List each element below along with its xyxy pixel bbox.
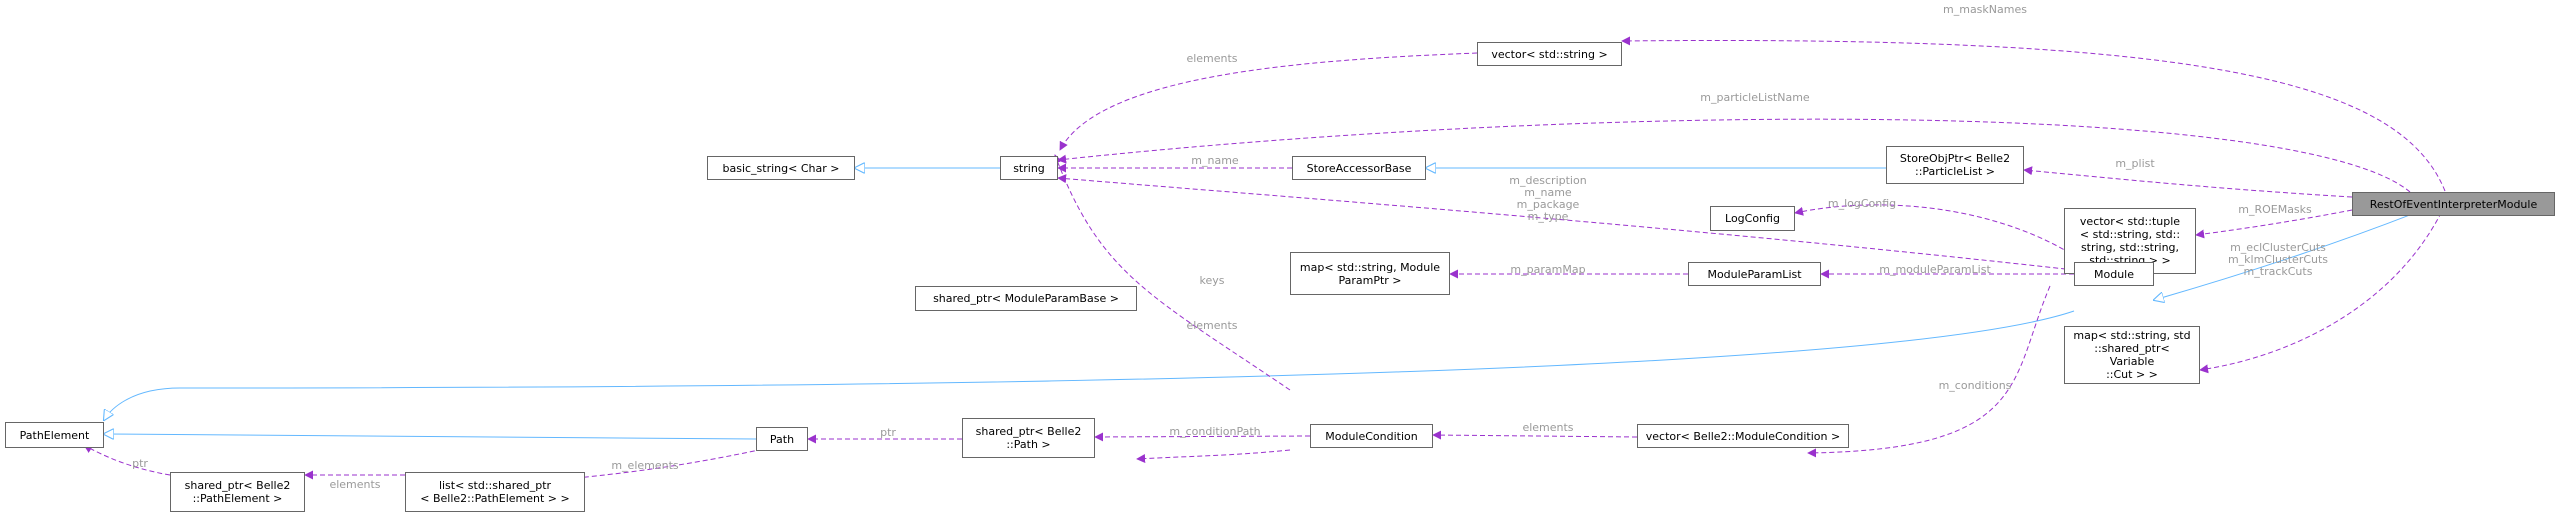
node-rest-of-event-interpreter-module[interactable]: RestOfEventInterpreterModule bbox=[2352, 192, 2555, 216]
node-basic-string[interactable]: basic_string< Char > bbox=[707, 156, 855, 180]
node-log-config[interactable]: LogConfig bbox=[1710, 206, 1795, 231]
edge-module-condition-to-shared-ptr-path bbox=[1094, 432, 1311, 442]
edge-map-to-string bbox=[1053, 154, 1291, 391]
label-roe-masks: m_ROEMasks bbox=[2238, 203, 2312, 216]
node-map-variable-cut[interactable]: map< std::string, std ::shared_ptr< Vari… bbox=[2064, 326, 2200, 384]
label-conditions: m_conditions bbox=[1938, 379, 2012, 392]
label-ptr-element: ptr bbox=[132, 457, 148, 470]
edge-vector-string-to-string bbox=[1059, 52, 1478, 151]
node-shared-ptr-path-element[interactable]: shared_ptr< Belle2 ::PathElement > bbox=[170, 472, 305, 512]
label-m-elements: m_elements bbox=[611, 459, 679, 472]
node-module-param-list[interactable]: ModuleParamList bbox=[1688, 262, 1821, 286]
edge-module-to-vector-module-condition bbox=[1807, 285, 2051, 458]
label-plist: m_plist bbox=[2115, 157, 2155, 170]
node-map-module-param[interactable]: map< std::string, Module ParamPtr > bbox=[1290, 252, 1450, 295]
label-particle-list-name: m_particleListName bbox=[1700, 91, 1810, 104]
label-elements-map: elements bbox=[1186, 319, 1238, 332]
node-path-element[interactable]: PathElement bbox=[5, 422, 104, 448]
edge-path-to-pathelement bbox=[104, 434, 757, 439]
edge-module-to-string bbox=[1057, 174, 2075, 271]
node-list-shared-ptr[interactable]: list< std::shared_ptr < Belle2::PathElem… bbox=[405, 472, 585, 512]
edge-restofevent-to-string-particlelistname bbox=[1057, 118, 2411, 193]
edge-module-to-pathelement bbox=[104, 310, 2075, 420]
edge-restofevent-to-map-variable-cut bbox=[2199, 204, 2446, 374]
edge-vector-module-condition-to-module-condition bbox=[1432, 430, 1638, 440]
label-name: m_name bbox=[1191, 154, 1239, 167]
label-mask-names: m_maskNames bbox=[1943, 3, 2027, 16]
edge-restofevent-to-module bbox=[2154, 212, 2416, 300]
node-store-obj-ptr[interactable]: StoreObjPtr< Belle2 ::ParticleList > bbox=[1886, 146, 2024, 184]
edge-map-to-shared-ptr-param-base bbox=[1136, 449, 1291, 464]
node-vector-module-condition[interactable]: vector< Belle2::ModuleCondition > bbox=[1637, 424, 1849, 448]
label-keys: keys bbox=[1199, 274, 1225, 287]
edge-shared-ptr-element-to-pathelement bbox=[83, 444, 171, 476]
node-vector-string[interactable]: vector< std::string > bbox=[1477, 42, 1622, 66]
label-condition-path: m_conditionPath bbox=[1169, 425, 1261, 438]
label-module-param-list: m_moduleParamList bbox=[1879, 263, 1991, 276]
label-ptr-path: ptr bbox=[880, 426, 896, 439]
edge-module-to-logconfig bbox=[1794, 204, 2085, 263]
node-shared-ptr-module-param-base[interactable]: shared_ptr< ModuleParamBase > bbox=[915, 286, 1137, 311]
node-module-condition[interactable]: ModuleCondition bbox=[1310, 424, 1433, 448]
edge-restofevent-to-vector-string bbox=[1621, 36, 2446, 192]
edge-restofevent-to-vector-tuple bbox=[2195, 209, 2353, 239]
label-module-string-members: m_description m_name m_package m_type bbox=[1509, 174, 1587, 223]
label-elements-vector: elements bbox=[1186, 52, 1238, 65]
label-elements-list: elements bbox=[329, 478, 381, 491]
node-store-accessor-base[interactable]: StoreAccessorBase bbox=[1292, 156, 1426, 180]
node-path[interactable]: Path bbox=[756, 427, 808, 451]
node-string[interactable]: string bbox=[1000, 156, 1058, 180]
label-log-config: m_logConfig bbox=[1827, 197, 1897, 210]
edge-restofevent-to-storeobjptr bbox=[2023, 166, 2353, 198]
node-shared-ptr-path[interactable]: shared_ptr< Belle2 ::Path > bbox=[962, 418, 1095, 458]
label-param-map: m_paramMap bbox=[1510, 263, 1586, 276]
label-cuts: m_eclClusterCuts m_klmClusterCuts m_trac… bbox=[2227, 241, 2329, 278]
node-module[interactable]: Module bbox=[2074, 262, 2154, 286]
label-elements-conditions: elements bbox=[1522, 421, 1574, 434]
